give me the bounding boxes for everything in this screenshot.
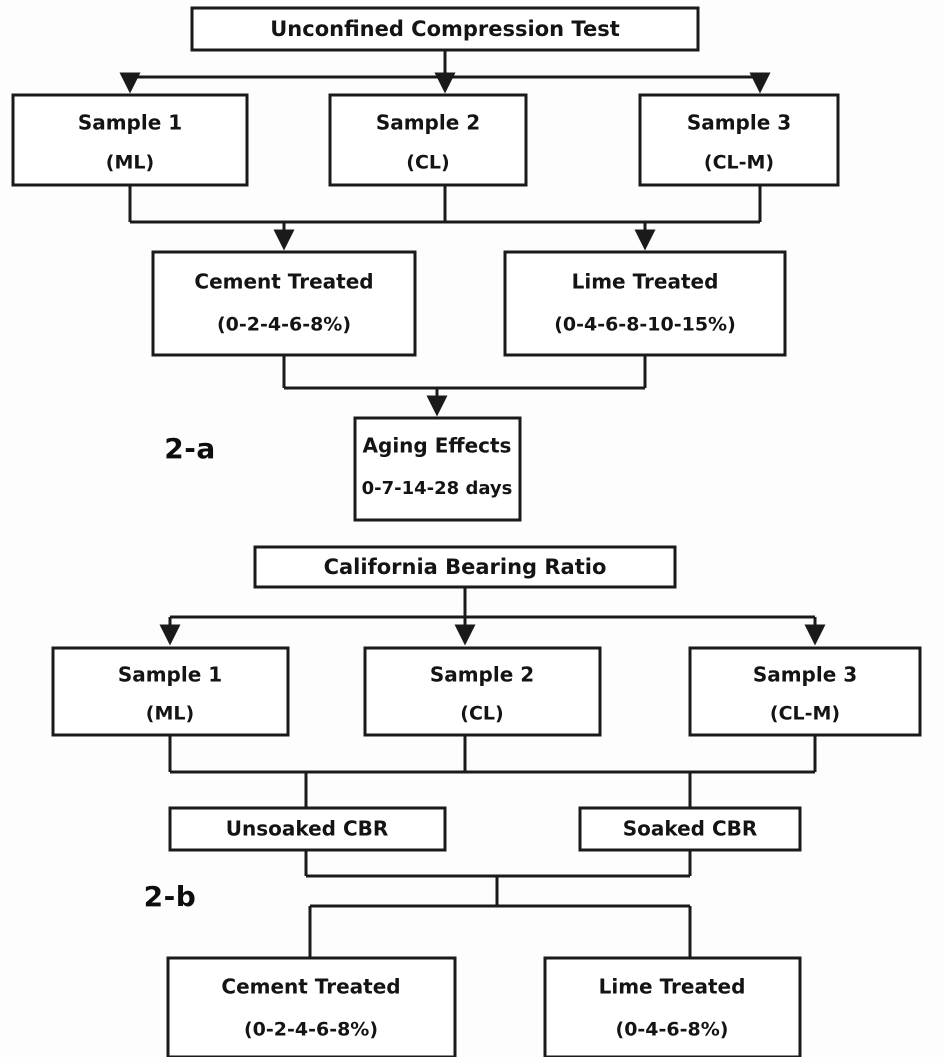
node-title-b-lime-treated: Lime Treated — [599, 975, 746, 999]
node-sub-b-cement-treated: (0-2-4-6-8%) — [244, 1019, 378, 1041]
node-sub-a-cement-treated: (0-2-4-6-8%) — [217, 314, 351, 336]
node-title-cbr: California Bearing Ratio — [324, 555, 607, 579]
node-a-sample-1[interactable]: Sample 1 (ML) — [11, 93, 249, 187]
node-sub-a-sample-3: (CL-M) — [704, 152, 774, 174]
node-title-unsoaked-cbr: Unsoaked CBR — [226, 817, 389, 841]
edge-treatments-to-aging — [282, 355, 647, 417]
edge-conditions-to-treat-bus — [304, 850, 692, 958]
panel-label-2b: 2-b — [144, 880, 197, 913]
node-title-b-sample-3: Sample 3 — [753, 663, 857, 687]
node-a-sample-2[interactable]: Sample 2 (CL) — [328, 93, 528, 187]
edge-uct-to-bus — [130, 50, 760, 79]
node-sub-b-lime-treated: (0-4-6-8%) — [616, 1019, 729, 1041]
node-b-sample-2[interactable]: Sample 2 (CL) — [363, 646, 602, 737]
node-title-a-sample-2: Sample 2 — [376, 111, 480, 135]
node-title-a-lime-treated: Lime Treated — [572, 270, 719, 294]
node-title-a-sample-1: Sample 1 — [78, 111, 182, 135]
node-title-uct: Unconfined Compression Test — [270, 17, 619, 41]
node-title-b-sample-2: Sample 2 — [430, 663, 534, 687]
node-unconfined-compression-test[interactable]: Unconfined Compression Test — [190, 6, 700, 52]
node-sub-a-aging-effects: 0-7-14-28 days — [362, 478, 513, 499]
node-sub-a-sample-2: (CL) — [406, 152, 449, 174]
node-title-a-cement-treated: Cement Treated — [194, 270, 373, 294]
node-title-b-cement-treated: Cement Treated — [221, 975, 400, 999]
node-a-sample-3[interactable]: Sample 3 (CL-M) — [638, 93, 840, 187]
edge-b-samples-to-condition-bus — [168, 735, 817, 808]
node-sub-b-sample-1: (ML) — [146, 703, 194, 725]
node-unsoaked-cbr[interactable]: Unsoaked CBR — [168, 806, 447, 852]
node-soaked-cbr[interactable]: Soaked CBR — [578, 806, 802, 852]
edge-cbr-to-bus — [170, 587, 815, 619]
node-b-sample-1[interactable]: Sample 1 (ML) — [51, 646, 290, 737]
node-sub-b-sample-2: (CL) — [460, 703, 503, 725]
node-sub-a-sample-1: (ML) — [106, 152, 154, 174]
node-b-cement-treated[interactable]: Cement Treated (0-2-4-6-8%) — [166, 956, 457, 1057]
node-title-a-sample-3: Sample 3 — [687, 111, 791, 135]
node-a-lime-treated[interactable]: Lime Treated (0-4-6-8-10-15%) — [503, 250, 787, 357]
node-title-b-sample-1: Sample 1 — [118, 663, 222, 687]
panel-label-2a: 2-a — [164, 432, 216, 465]
node-sub-a-lime-treated: (0-4-6-8-10-15%) — [554, 314, 736, 336]
node-b-sample-3[interactable]: Sample 3 (CL-M) — [688, 646, 922, 737]
node-title-soaked-cbr: Soaked CBR — [623, 817, 758, 841]
node-b-lime-treated[interactable]: Lime Treated (0-4-6-8%) — [543, 956, 802, 1057]
node-california-bearing-ratio[interactable]: California Bearing Ratio — [253, 545, 677, 589]
node-title-a-aging-effects: Aging Effects — [363, 434, 512, 458]
node-a-cement-treated[interactable]: Cement Treated (0-2-4-6-8%) — [151, 250, 417, 357]
edge-samples-to-treatbus — [128, 185, 762, 224]
node-a-aging-effects[interactable]: Aging Effects 0-7-14-28 days — [353, 416, 522, 522]
node-sub-b-sample-3: (CL-M) — [770, 703, 840, 725]
